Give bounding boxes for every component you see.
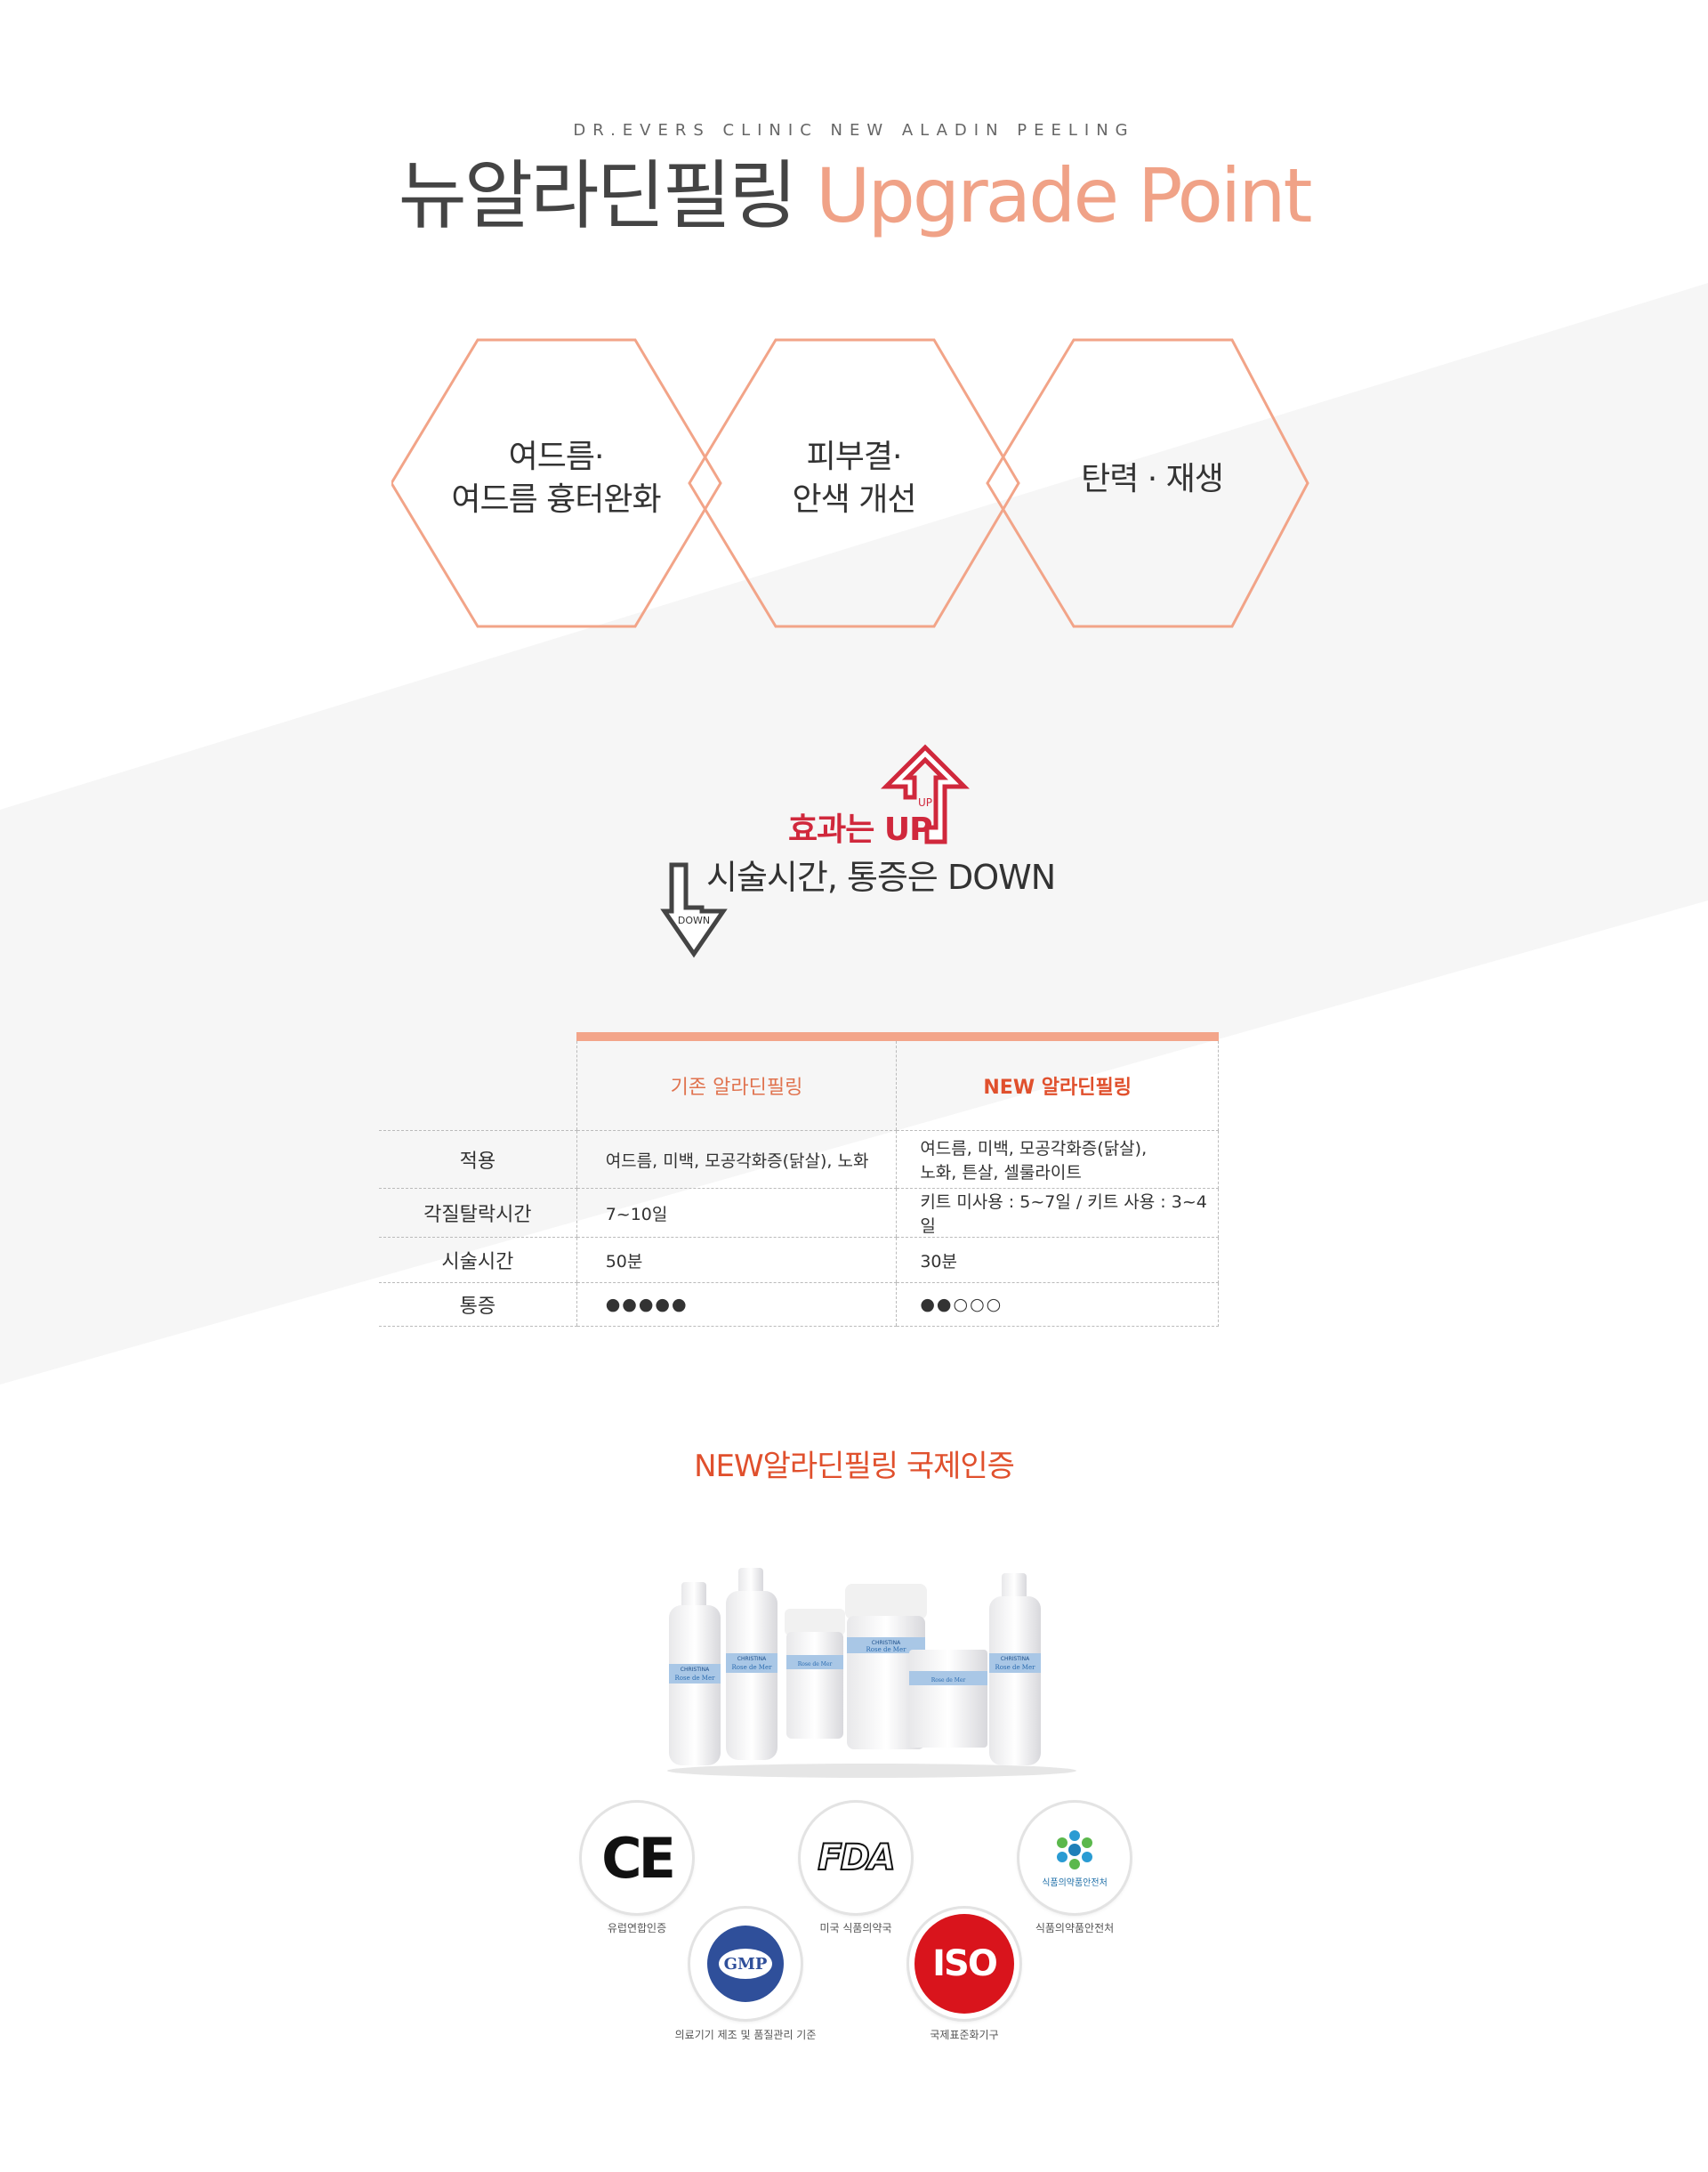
mfds-caption: 식품의약품안전처 bbox=[1035, 1922, 1115, 1934]
effect-up-text: 효과는 UP bbox=[788, 811, 933, 848]
gmp-seal-icon: GMP bbox=[707, 1926, 784, 2002]
column-header-new: NEW 알라딘필링 bbox=[896, 1041, 1219, 1131]
down-arrow-icon: DOWN bbox=[660, 862, 728, 958]
svg-text:Rose de Mer: Rose de Mer bbox=[995, 1664, 1036, 1671]
svg-text:Rose de Mer: Rose de Mer bbox=[931, 1677, 966, 1684]
row-label: 시술시간 bbox=[379, 1237, 577, 1283]
cell-new: 키트 미사용 : 5~7일 / 키트 사용 : 3~4일 bbox=[896, 1188, 1219, 1238]
up-arrow-label: UP bbox=[918, 796, 932, 809]
pain-dots-old: ●●●●● bbox=[576, 1282, 897, 1327]
product-bottles-image: CHRISTINA CHRISTINA CHRISTINA CHRISTINA … bbox=[667, 1568, 1076, 1778]
table-top-bar bbox=[379, 1032, 1219, 1041]
certification-title: NEW알라딘필링 국제인증 bbox=[694, 1449, 1015, 1484]
title-accent: Upgrade Point bbox=[815, 152, 1312, 239]
row-label: 각질탈락시간 bbox=[379, 1188, 577, 1238]
cell-new: 30분 bbox=[896, 1237, 1219, 1283]
mfds-badge: 식품의약품안전처 bbox=[1019, 1803, 1130, 1913]
svg-text:CHRISTINA: CHRISTINA bbox=[1001, 1656, 1030, 1662]
row-label: 적용 bbox=[379, 1130, 577, 1189]
hexagon-outlines bbox=[391, 338, 1309, 628]
hexagon-2 bbox=[688, 338, 1020, 628]
cell-old: 7~10일 bbox=[576, 1188, 897, 1238]
mfds-mark-label: 식품의약품안전처 bbox=[1042, 1877, 1108, 1888]
fda-badge: FDA bbox=[801, 1803, 911, 1913]
hexagon-3 bbox=[986, 338, 1309, 628]
svg-text:Rose de Mer: Rose de Mer bbox=[732, 1664, 773, 1671]
mfds-logo-icon bbox=[1057, 1829, 1092, 1869]
gmp-badge: GMP bbox=[690, 1909, 801, 2019]
table-header-row: 기존 알라딘필링 NEW 알라딘필링 bbox=[379, 1041, 1219, 1131]
page-subtitle: DR.EVERS CLINIC NEW ALADIN PEELING bbox=[573, 121, 1135, 140]
pain-dots-new: ●●○○○ bbox=[896, 1282, 1219, 1327]
column-header-old: 기존 알라딘필링 bbox=[576, 1041, 897, 1131]
table-row: 통증 ●●●●● ●●○○○ bbox=[379, 1282, 1219, 1327]
time-down-text: 시술시간, 통증은 DOWN bbox=[706, 858, 1056, 897]
title-main: 뉴알라딘필링 bbox=[398, 152, 798, 239]
svg-text:CHRISTINA: CHRISTINA bbox=[681, 1667, 710, 1673]
gmp-caption: 의료기기 제조 및 품질관리 기준 bbox=[674, 2029, 817, 2041]
iso-badge: ISO bbox=[909, 1909, 1019, 2019]
table-row: 각질탈락시간 7~10일 키트 미사용 : 5~7일 / 키트 사용 : 3~4… bbox=[379, 1188, 1219, 1238]
fda-mark-icon: FDA bbox=[817, 1837, 897, 1879]
svg-text:Rose de Mer: Rose de Mer bbox=[866, 1646, 907, 1653]
ce-badge: CE bbox=[582, 1803, 692, 1913]
row-label: 통증 bbox=[379, 1282, 577, 1327]
cell-old: 여드름, 미백, 모공각화증(닭살), 노화 bbox=[576, 1130, 897, 1189]
cell-old: 50분 bbox=[576, 1237, 897, 1283]
svg-text:Rose de Mer: Rose de Mer bbox=[798, 1661, 833, 1667]
hexagon-1 bbox=[391, 338, 722, 628]
table-row: 적용 여드름, 미백, 모공각화증(닭살), 노화 여드름, 미백, 모공각화증… bbox=[379, 1130, 1219, 1189]
ce-caption: 유럽연합인증 bbox=[607, 1922, 667, 1934]
fda-caption: 미국 식품의약국 bbox=[819, 1922, 892, 1934]
cell-new: 여드름, 미백, 모공각화증(닭살), 노화, 튼살, 셀룰라이트 bbox=[896, 1130, 1219, 1189]
hexagon-1-label: 여드름· 여드름 흉터완화 bbox=[451, 439, 661, 518]
up-arrow-icon: UP bbox=[881, 744, 970, 844]
svg-text:CHRISTINA: CHRISTINA bbox=[737, 1656, 767, 1662]
table-row: 시술시간 50분 30분 bbox=[379, 1237, 1219, 1283]
iso-caption: 국제표준화기구 bbox=[930, 2029, 999, 2041]
svg-text:CHRISTINA: CHRISTINA bbox=[872, 1640, 901, 1646]
upgrade-point-hexagons: 여드름· 여드름 흉터완화 피부결· 안색 개선 탄력 · 재생 bbox=[391, 338, 1317, 632]
hexagon-3-label: 탄력 · 재생 bbox=[1081, 461, 1224, 497]
ce-mark-icon: CE bbox=[601, 1825, 676, 1891]
hexagon-2-label: 피부결· 안색 개선 bbox=[792, 439, 917, 518]
down-arrow-label: DOWN bbox=[678, 915, 710, 926]
page-title: 뉴알라딘필링 Upgrade Point bbox=[0, 151, 1708, 241]
svg-text:Rose de Mer: Rose de Mer bbox=[675, 1675, 716, 1682]
iso-globe-icon: ISO bbox=[914, 1914, 1014, 2014]
comparison-table: 기존 알라딘필링 NEW 알라딘필링 적용 여드름, 미백, 모공각화증(닭살)… bbox=[379, 1032, 1219, 1327]
